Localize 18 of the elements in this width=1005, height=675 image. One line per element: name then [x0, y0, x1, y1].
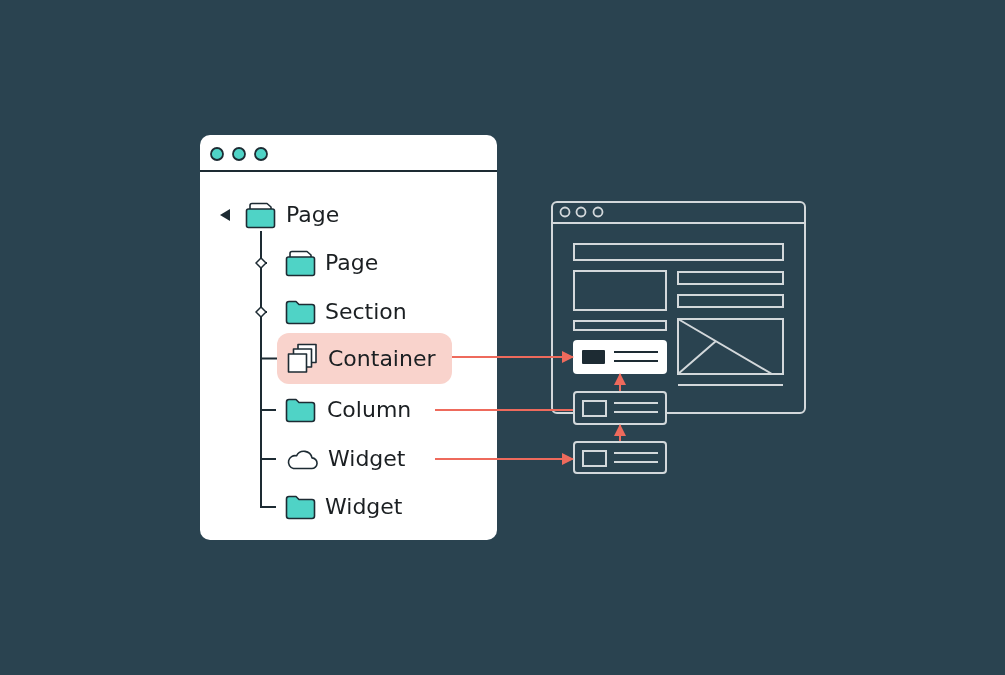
tree-item-label: Container — [328, 345, 436, 372]
selected-row — [277, 333, 452, 384]
arrow — [434, 453, 574, 465]
arrow — [451, 351, 574, 363]
component-card — [573, 441, 667, 474]
tree-item-label: Section — [325, 299, 407, 325]
navigator-panel — [200, 135, 497, 540]
connector-line — [434, 409, 574, 411]
component-card — [573, 391, 667, 425]
tree-item-label: Page — [325, 250, 379, 276]
arrow — [614, 373, 626, 392]
arrow — [614, 424, 626, 442]
tree-item-label: Widget — [325, 494, 403, 520]
tree-item-label: Widget — [328, 446, 406, 472]
component-card — [573, 340, 667, 374]
tree-item-label: Column — [327, 397, 412, 423]
tree-item-label: Page — [286, 202, 340, 228]
tree-line — [255, 230, 268, 269]
